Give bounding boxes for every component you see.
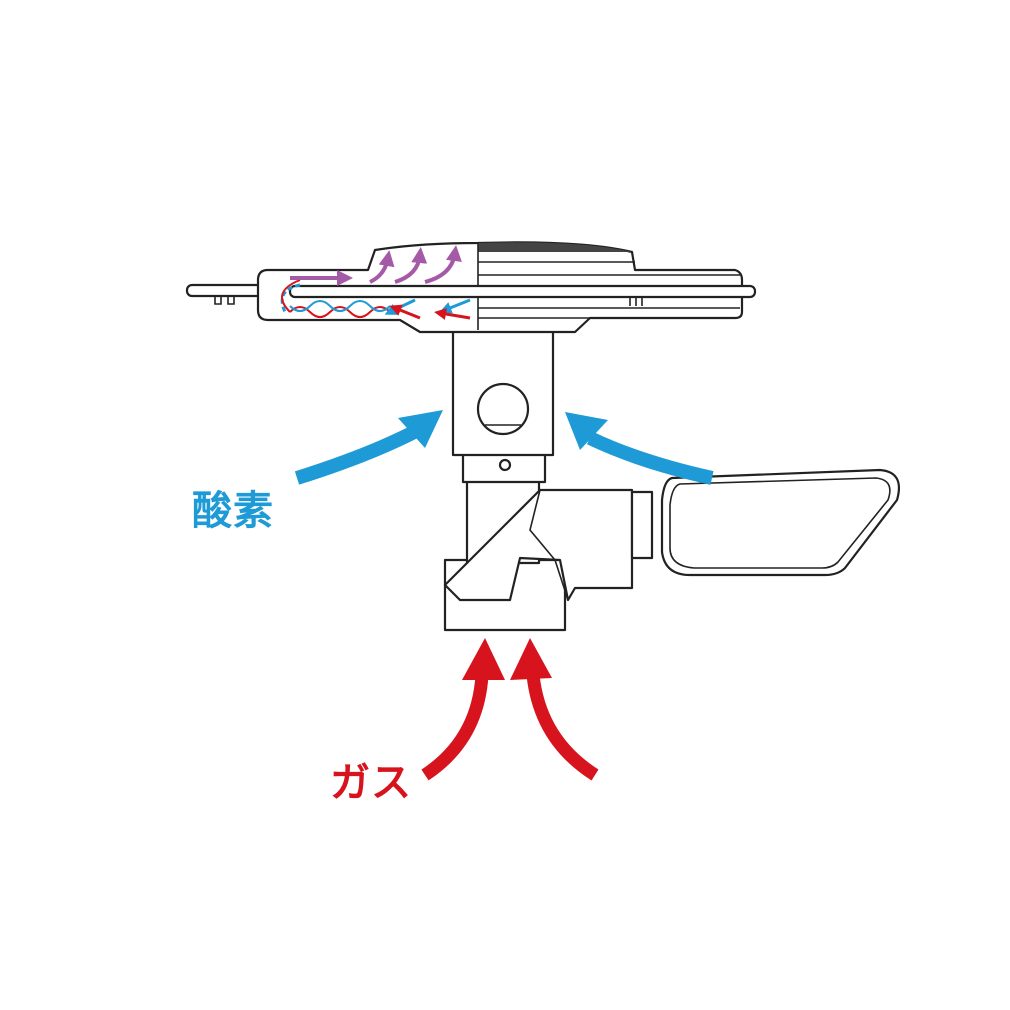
burner-column (451, 326, 555, 457)
oxygen-arrow-left (294, 410, 443, 485)
gas-arrow-left (421, 638, 505, 781)
gas-label: ガス (330, 760, 412, 806)
burner-head (185, 241, 757, 334)
oxygen-arrow-right (565, 412, 714, 485)
gas-arrow-right (510, 638, 599, 781)
valve-handle (660, 468, 901, 577)
oxygen-label: 酸素 (192, 488, 274, 534)
collar (461, 450, 547, 484)
valve-body (443, 488, 654, 602)
